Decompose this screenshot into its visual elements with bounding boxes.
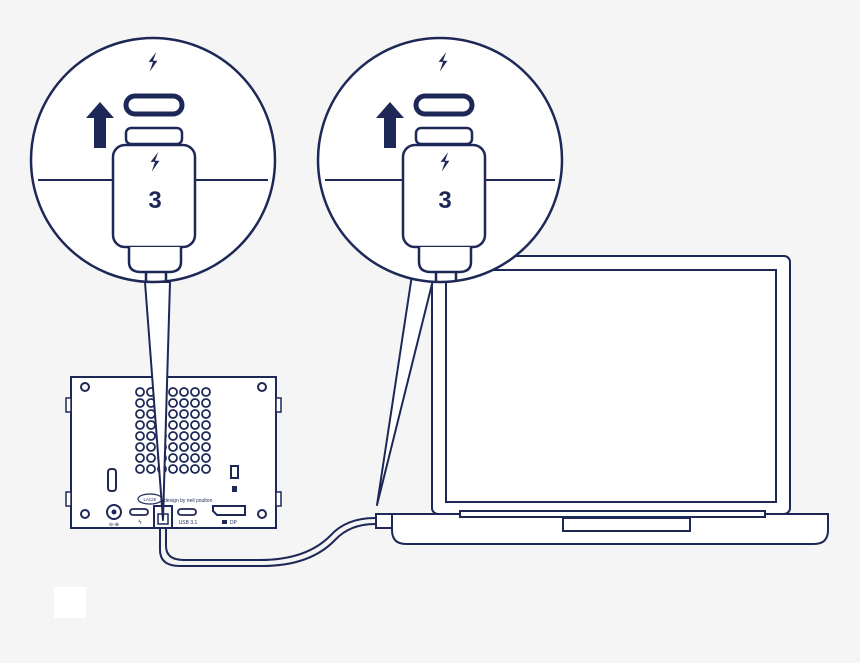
vent-hole [168,387,178,397]
cable-stub [144,272,168,282]
displayport-port [212,505,246,516]
usb-port [177,508,197,516]
vent-hole [135,464,145,474]
vent-hole [201,431,211,441]
laptop-cable-plug [375,513,393,529]
vent-hole [201,420,211,430]
vent-hole [190,431,200,441]
vent-hole [179,398,189,408]
vent-hole [190,398,200,408]
vent-hole [179,387,189,397]
displayport-label: DP [230,520,238,526]
vent-hole [179,464,189,474]
vent-hole [201,464,211,474]
vent-hole [135,431,145,441]
lacie-logo-text: LACIE [143,497,156,502]
kensington-lock-slot [230,465,239,479]
vent-hole [179,409,189,419]
laptop-screen [445,269,777,503]
vent-hole [179,442,189,452]
vent-hole [146,420,156,430]
displayport-icon [222,520,227,524]
usb-port-label: USB 3.1 [179,520,198,526]
vent-hole [135,387,145,397]
port-icon [123,93,185,117]
vent-hole [190,442,200,452]
vent-hole [135,442,145,452]
screw-hole [257,509,267,519]
thunderbolt-cable [159,517,384,567]
vent-hole [190,453,200,463]
design-credit: design by neil poulton [164,498,213,504]
lock-icon [232,486,237,492]
laptop-hinge [459,510,766,518]
drive: ⊖◦⊕ LACIE design by neil poulton ϟ USB 3… [65,376,282,529]
vent-hole [201,453,211,463]
corner-marker [54,587,86,618]
strain-relief [127,247,183,274]
vent-hole [146,442,156,452]
laptop [391,255,829,545]
vent-hole [135,398,145,408]
thunderbolt-port-label: ϟ [138,520,142,526]
arrow-up-icon [86,102,114,148]
vent-hole [168,409,178,419]
screw-hole [80,509,90,519]
vent-hole [190,409,200,419]
screw-hole [80,382,90,392]
thunderbolt-port-1 [129,508,149,516]
vent-hole [168,464,178,474]
vent-hole [190,464,200,474]
vent-hole [146,453,156,463]
vent-hole [135,453,145,463]
port-icon [413,93,475,117]
vent-hole [168,420,178,430]
vent-hole [168,453,178,463]
plug-collar [414,126,474,146]
cable-stub [434,272,458,282]
vent-hole [135,420,145,430]
vent-hole [190,420,200,430]
vent-hole [135,409,145,419]
callout-drive: 3 [29,36,277,284]
callout-laptop: 3 [316,36,564,284]
vent-hole [201,387,211,397]
plug-collar [124,126,184,146]
vent-hole [168,398,178,408]
vent-hole [146,431,156,441]
vent-hole [179,431,189,441]
cable-number: 3 [148,187,161,214]
vent-hole [179,420,189,430]
laptop-trackpad-notch [562,517,691,532]
arrow-up-icon [376,102,404,148]
vent-hole [201,442,211,452]
power-port-label: ⊖◦⊕ [109,522,119,528]
vent-hole [179,453,189,463]
vent-hole [201,398,211,408]
strain-relief [417,247,473,274]
vent-hole [146,464,156,474]
drive-switch-slot [107,468,117,492]
callout-pointer-laptop [376,274,434,506]
vent-hole [190,387,200,397]
cable-number: 3 [438,187,451,214]
vent-hole [168,442,178,452]
vent-hole [201,409,211,419]
vent-hole [168,431,178,441]
screw-hole [257,382,267,392]
